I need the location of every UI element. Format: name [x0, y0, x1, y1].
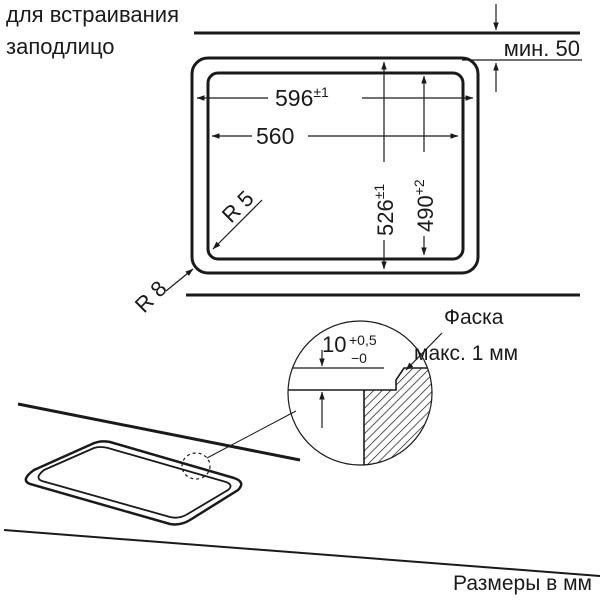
cutout-inner-outline [206, 71, 465, 261]
inner-width-label: 560 [256, 123, 294, 149]
outer-width-label: 596±1 [275, 84, 329, 111]
inner-depth-label-bg [411, 152, 437, 236]
chamfer-label: Фаска [444, 306, 504, 329]
cutout-perspective-outer [24, 440, 243, 526]
outer-depth-label-bg [371, 162, 397, 240]
inner-radius-leader [212, 199, 263, 250]
recess-tol-plus: +0,5 [349, 332, 377, 348]
countertop-front-edge [3, 529, 600, 577]
outer-width-label-bg [268, 84, 362, 110]
inner-width-label-bg [252, 122, 308, 148]
detail-callout-marker [181, 452, 211, 480]
cutout-outer-outline [190, 56, 480, 275]
inner-radius-label: R 5 [217, 186, 259, 228]
outer-depth-label: 526±1 [371, 184, 398, 236]
recess-ledge-outline [288, 367, 432, 391]
heading-line-1: для встраивания [6, 2, 179, 27]
min-clearance-label: мин. 50 [504, 36, 580, 61]
detail-circle [287, 320, 433, 466]
outer-radius-label: R 8 [130, 276, 172, 318]
chamfer-value: макс. 1 мм [414, 342, 518, 365]
recess-tol-minus: −0 [351, 350, 367, 366]
cutout-perspective-inner [37, 446, 232, 519]
inner-depth-label: 490+2 [411, 179, 438, 232]
heading-line-2: заподлицо [6, 34, 115, 59]
countertop-section-hatch [364, 368, 432, 465]
outer-radius-leader [165, 268, 194, 292]
detail-callout-leader [206, 410, 297, 459]
recess-depth-label: 10 [322, 332, 346, 357]
detail-section [288, 350, 432, 465]
countertop-back-edge [17, 402, 301, 462]
units-note: Размеры в мм [453, 572, 592, 595]
chamfer-leader [405, 332, 443, 371]
